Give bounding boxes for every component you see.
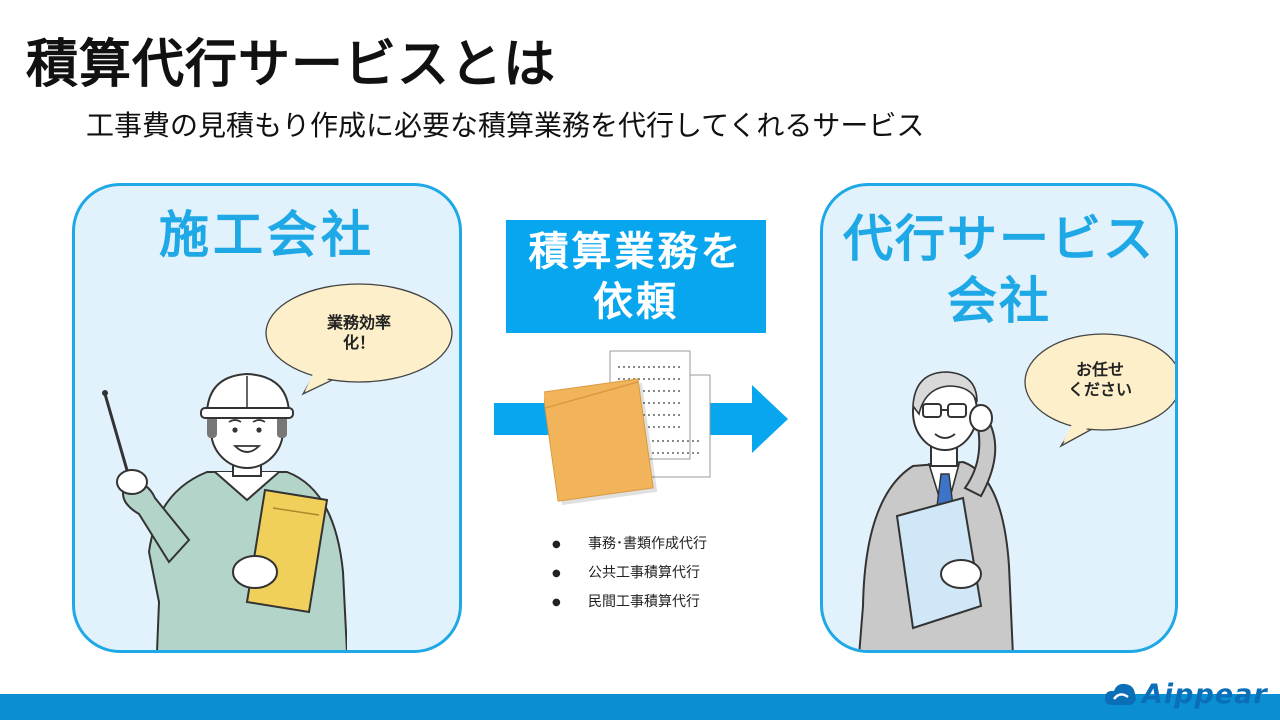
bullet-icon: ●: [552, 597, 561, 608]
footer-bar: [0, 694, 1280, 720]
bubble-text-line1: お任せ: [1075, 360, 1124, 379]
service-list-item: ● 民間工事積算代行: [552, 591, 707, 620]
bubble-text-line1: 業務効率: [326, 313, 391, 332]
construction-company-title: 施工会社: [159, 206, 375, 264]
service-list-item: ● 公共工事積算代行: [552, 562, 707, 591]
service-label: 事務･書類作成代行: [588, 536, 707, 552]
bubble-text-line2: ください: [1067, 380, 1132, 399]
service-label: 公共工事積算代行: [588, 565, 700, 581]
speech-bubble-shape: [1024, 333, 1175, 448]
service-label: 民間工事積算代行: [588, 594, 700, 610]
leave-it-to-us-speech-bubble: お任せ ください: [1019, 330, 1175, 450]
outsourcing-company-title: 代行サービス 会社: [823, 208, 1175, 332]
slide-subtitle: 工事費の見積もり作成に必要な積算業務を代行してくれるサービス: [86, 109, 925, 142]
bullet-icon: ●: [552, 568, 561, 579]
outsourcing-company-panel: 代行サービス 会社 お任せ ください: [820, 183, 1178, 653]
bullet-icon: ●: [552, 539, 561, 550]
businessman-illustration: [858, 371, 1014, 650]
request-text-line1: 積算業務を: [528, 228, 744, 275]
title-line2: 会社: [947, 272, 1051, 330]
brand-name: Aippear: [1142, 678, 1268, 710]
cloud-icon: [1104, 683, 1136, 705]
efficiency-speech-bubble: 業務効率 化！: [261, 279, 457, 399]
documents-envelope-icon: [544, 350, 711, 506]
request-text-line2: 依頼: [593, 278, 679, 325]
construction-company-panel: 施工会社 業務効率 化！: [72, 183, 462, 653]
title-line1: 代行サービス: [843, 210, 1155, 268]
speech-bubble-shape: [265, 283, 453, 396]
slide-title: 積算代行サービスとは: [26, 35, 557, 95]
brand-logo: Aippear: [1104, 678, 1268, 710]
service-list: ● 事務･書類作成代行 ● 公共工事積算代行 ● 民間工事積算代行: [552, 533, 707, 620]
request-accounting-work-box: 積算業務を 依頼: [506, 220, 766, 333]
bubble-text-line2: 化！: [342, 333, 375, 352]
construction-worker-illustration: [102, 372, 347, 650]
service-list-item: ● 事務･書類作成代行: [552, 533, 707, 562]
